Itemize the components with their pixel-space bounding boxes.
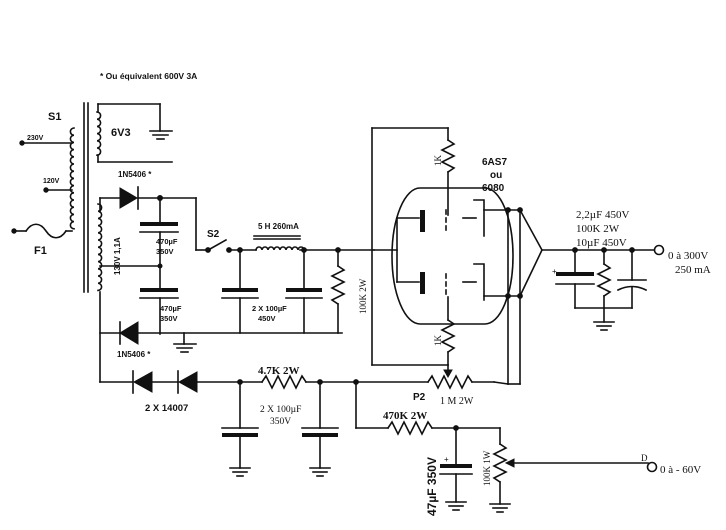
ground-symbol [309, 467, 331, 477]
output-resistor [596, 262, 612, 298]
bias-pot2-label: 100K 1W [482, 450, 492, 486]
potentiometer-p2[interactable] [426, 374, 474, 390]
output-terminal-bias[interactable] [646, 461, 658, 473]
ground-symbol [593, 321, 615, 331]
ground-symbol [173, 343, 197, 353]
choke-label: 5 H 260mA [258, 222, 299, 231]
cap-lower [139, 288, 179, 299]
plus-sign: + [444, 455, 449, 464]
ht-winding-label: 130V 1,1A [113, 237, 122, 275]
transformer: S1 6V3 130V 1,1A [48, 102, 131, 293]
tube-type: 6AS7 [482, 157, 507, 168]
bias-diode-2 [177, 370, 198, 394]
bias-terminal-label: D [641, 453, 648, 463]
ground-symbol [229, 467, 251, 477]
wiper-arrow [443, 369, 453, 379]
bias-resistor-470k [386, 420, 434, 436]
bias-res1-label: 4.7K 2W [258, 365, 300, 377]
bias-cap-47uf [439, 464, 473, 475]
fuse-symbol [24, 223, 68, 239]
triode-tube [373, 187, 514, 325]
bias-caps-label-2: 350V [270, 417, 291, 427]
filter-cap-2 [285, 288, 323, 299]
fuse-label: F1 [34, 245, 47, 257]
output-range-label: 0 à 300V [668, 250, 708, 262]
heater-winding-label: 6V3 [111, 127, 131, 139]
pot-value-label: 1 M 2W [440, 396, 474, 407]
wire [518, 208, 544, 252]
ht-coil [97, 203, 103, 292]
tap-120-label: 120V [43, 178, 60, 185]
output-terminal-300v[interactable] [653, 244, 665, 256]
output-res-label: 100K 2W [576, 223, 620, 235]
top-diode-label: 1N5406 * [118, 170, 152, 179]
ground-symbol [445, 501, 467, 511]
bias-pot-100k[interactable] [492, 442, 508, 484]
filter-cap-1 [221, 288, 259, 299]
bias-range-label: 0 à - 60V [660, 464, 701, 476]
output-cap [555, 272, 595, 285]
tube-alt: 6080 [482, 183, 505, 194]
switch-label: S2 [207, 229, 220, 240]
wire [493, 381, 509, 385]
primary-coil [69, 127, 75, 230]
pot-name-label: P2 [413, 392, 426, 403]
bias-caps-label-1: 2 X 100µF [260, 405, 301, 415]
bias-diode-1 [132, 370, 153, 394]
plus-sign: + [552, 267, 557, 276]
grid-res-bottom-label: 1K [433, 335, 443, 347]
bias-cap-1 [221, 427, 259, 437]
wire [518, 248, 544, 298]
tap-120-dot [43, 187, 49, 193]
output-cap2-label: 10µF 450V [576, 237, 627, 249]
bias-cap-vertical-label: 47µF 350V [425, 457, 439, 516]
bias-resistor-4k7 [260, 374, 308, 390]
grid-resistor-top [440, 138, 456, 174]
choke [255, 246, 305, 251]
tap-230-dot [19, 140, 25, 146]
output-cap-label: 2,2µF 450V [576, 209, 629, 221]
cap-upper [139, 222, 179, 233]
top-rectifier-diode [119, 186, 139, 210]
bleeder-resistor [330, 264, 346, 306]
heater-coil [96, 111, 102, 157]
bottom-diode-label: 1N5406 * [117, 350, 151, 359]
bias-cap-2 [301, 427, 339, 437]
tube-or: ou [490, 170, 502, 181]
switch-s2[interactable] [208, 238, 228, 251]
tap-230-label: 230V [27, 135, 44, 142]
ground-symbol [489, 503, 511, 513]
ground-symbol [149, 130, 173, 140]
bleeder-label: 100K 2W [358, 278, 368, 314]
junction [157, 263, 163, 269]
bias-diodes-label: 2 X 14007 [145, 403, 188, 414]
equivalent-note: * Ou équivalent 600V 3A [100, 71, 197, 81]
mains-dot [11, 228, 17, 234]
grid-res-top-label: 1K [433, 155, 443, 167]
output-current-label: 250 mA [675, 264, 711, 276]
bottom-rectifier-diode [119, 321, 139, 345]
transformer-label: S1 [48, 111, 61, 123]
bias-res2-label: 470K 2W [383, 410, 427, 422]
